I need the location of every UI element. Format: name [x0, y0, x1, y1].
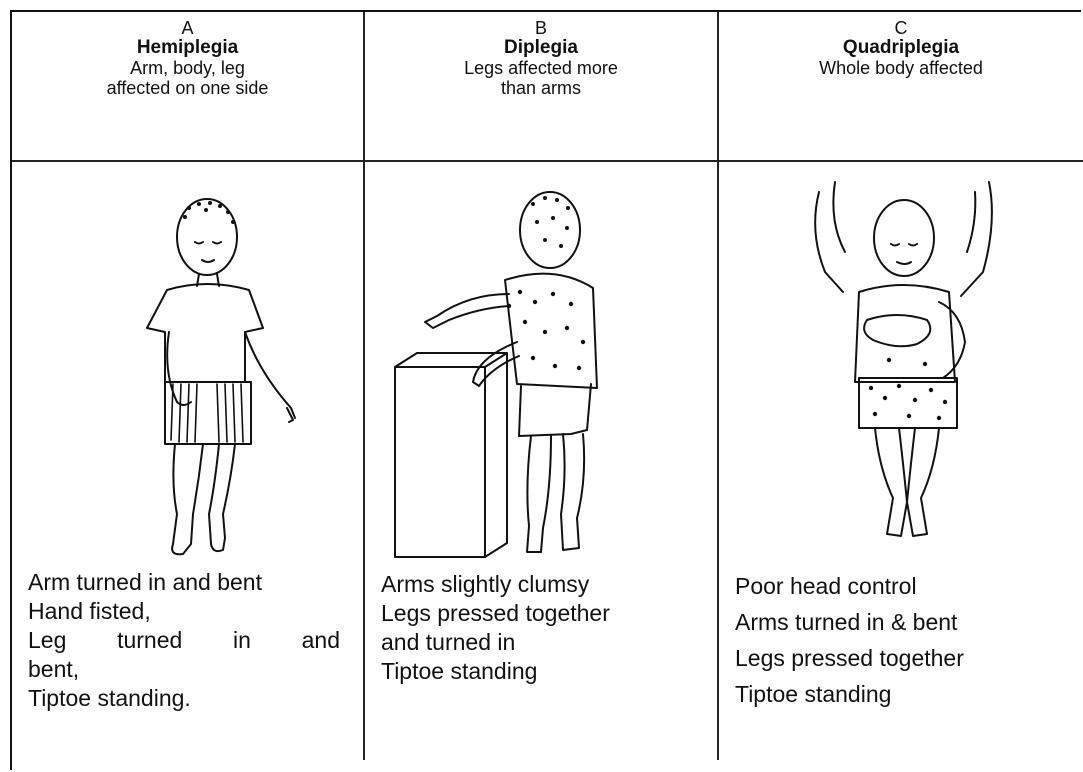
- symptom-item: Tiptoe standing.: [28, 684, 353, 713]
- symptom-list: Poor head control Arms turned in & bent …: [735, 568, 1073, 712]
- symptom-item: Arm turned in and bent: [28, 568, 353, 597]
- symptom-item: Leg turned in and: [28, 626, 340, 655]
- column-title: Diplegia: [365, 38, 717, 58]
- column-hemiplegia: A Hemiplegia Arm, body, leg affected on …: [12, 12, 363, 760]
- column-diplegia: B Diplegia Legs affected more than arms: [365, 12, 717, 760]
- quadriplegia-child-illustration: [789, 172, 1029, 552]
- column-header: B Diplegia Legs affected more than arms: [365, 18, 717, 98]
- column-letter: C: [719, 18, 1083, 38]
- symptom-item: and turned in: [381, 628, 707, 657]
- cerebral-palsy-types-table: A Hemiplegia Arm, body, leg affected on …: [10, 10, 1081, 770]
- symptom-item: Arms slightly clumsy: [381, 570, 707, 599]
- column-quadriplegia: C Quadriplegia Whole body affected Po: [719, 12, 1083, 760]
- column-title: Quadriplegia: [719, 38, 1083, 58]
- symptom-item: Arms turned in & bent: [735, 604, 1073, 640]
- symptom-item: Poor head control: [735, 568, 1073, 604]
- column-header: C Quadriplegia Whole body affected: [719, 18, 1083, 78]
- column-description-line: Whole body affected: [719, 58, 1083, 78]
- column-letter: B: [365, 18, 717, 38]
- symptom-item: Hand fisted,: [28, 597, 353, 626]
- column-title: Hemiplegia: [12, 38, 363, 58]
- symptom-word: and: [302, 626, 340, 655]
- column-description-line: Arm, body, leg: [12, 58, 363, 78]
- symptom-list: Arm turned in and bent Hand fisted, Leg …: [28, 568, 353, 713]
- column-description-line: affected on one side: [12, 78, 363, 98]
- symptom-item: Tiptoe standing: [735, 676, 1073, 712]
- column-description-line: than arms: [365, 78, 717, 98]
- symptom-word: turned: [117, 626, 182, 655]
- column-letter: A: [12, 18, 363, 38]
- symptom-item: bent,: [28, 655, 353, 684]
- symptom-item: Legs pressed together: [735, 640, 1073, 676]
- symptom-item: Tiptoe standing: [381, 657, 707, 686]
- symptom-list: Arms slightly clumsy Legs pressed togeth…: [381, 570, 707, 686]
- column-header: A Hemiplegia Arm, body, leg affected on …: [12, 18, 363, 98]
- hemiplegia-child-illustration: [107, 182, 307, 572]
- symptom-word: in: [233, 626, 251, 655]
- symptom-word: Leg: [28, 626, 66, 655]
- symptom-item: Legs pressed together: [381, 599, 707, 628]
- diplegia-child-illustration: [385, 182, 685, 582]
- column-description-line: Legs affected more: [365, 58, 717, 78]
